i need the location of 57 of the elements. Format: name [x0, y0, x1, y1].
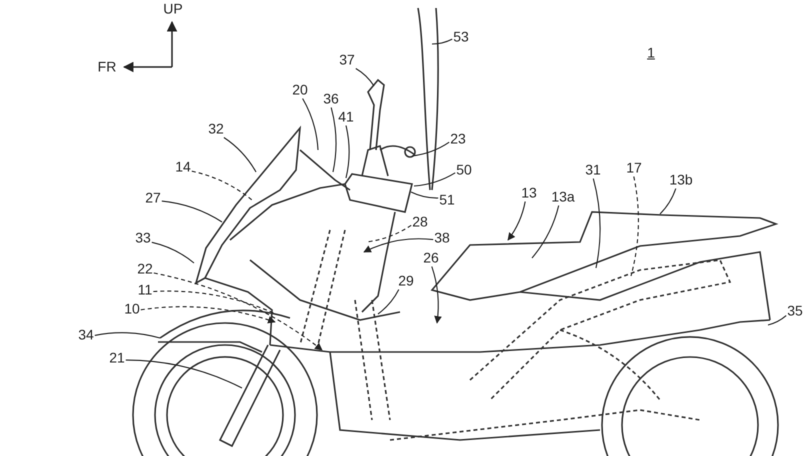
- leader-line: [412, 142, 450, 157]
- callout-number: 13: [521, 186, 537, 200]
- callout-number: 51: [439, 192, 455, 208]
- leader-line: [768, 315, 787, 326]
- leader-line: [356, 68, 374, 86]
- callout-number: 20: [292, 82, 308, 98]
- leader-line: [153, 290, 276, 314]
- callout-number: 28: [412, 214, 428, 230]
- leader-line: [126, 360, 242, 388]
- leader-line: [431, 266, 442, 324]
- leader-line: [414, 172, 456, 187]
- callout-number: 50: [456, 162, 472, 178]
- leader-line: [94, 332, 160, 339]
- direction-label: FR: [98, 60, 116, 74]
- callout-number: 41: [338, 110, 354, 124]
- leader-line: [192, 170, 252, 200]
- leader-line: [302, 98, 319, 150]
- callout-number: 34: [78, 328, 94, 342]
- callout-number: 10: [124, 302, 140, 316]
- callout-number: 27: [145, 190, 161, 206]
- callout-number: 31: [585, 162, 601, 178]
- callout-number: 36: [323, 92, 339, 106]
- callout-number: 17: [626, 160, 642, 176]
- leader-line: [410, 192, 438, 199]
- callout-number: 14: [175, 160, 191, 174]
- callout-number: 13b: [669, 172, 693, 188]
- leader-line: [154, 272, 323, 350]
- leader-line: [378, 289, 400, 314]
- leader-line: [224, 137, 256, 172]
- leader-line: [140, 306, 276, 324]
- leader-line: [162, 200, 222, 222]
- leader-line: [330, 107, 337, 172]
- callout-number: 38: [434, 230, 450, 246]
- callout-number: 13a: [551, 190, 575, 204]
- leader-line: [363, 238, 434, 252]
- leader-line: [345, 125, 350, 178]
- callout-number: 35: [787, 304, 803, 318]
- leader-line: [660, 188, 676, 214]
- callout-number: 33: [135, 230, 151, 246]
- leader-line: [532, 205, 560, 258]
- callout-number: 32: [208, 122, 224, 136]
- callout-number: 22: [137, 262, 153, 276]
- callout-number: 11: [138, 282, 152, 298]
- leader-line: [152, 242, 194, 264]
- leader-line: [508, 201, 526, 241]
- callout-number: 53: [453, 30, 469, 44]
- leader-line: [630, 176, 639, 276]
- callout-number: 23: [450, 132, 466, 146]
- leader-line: [592, 178, 601, 268]
- callout-number: 37: [339, 52, 355, 68]
- leader-line: [432, 38, 452, 45]
- callout-number: 26: [423, 250, 439, 266]
- callout-number: 29: [398, 274, 414, 288]
- reference-numeral: 1: [647, 46, 655, 60]
- leader-line: [366, 224, 412, 243]
- callout-number: 21: [109, 350, 125, 366]
- direction-label: UP: [163, 2, 183, 16]
